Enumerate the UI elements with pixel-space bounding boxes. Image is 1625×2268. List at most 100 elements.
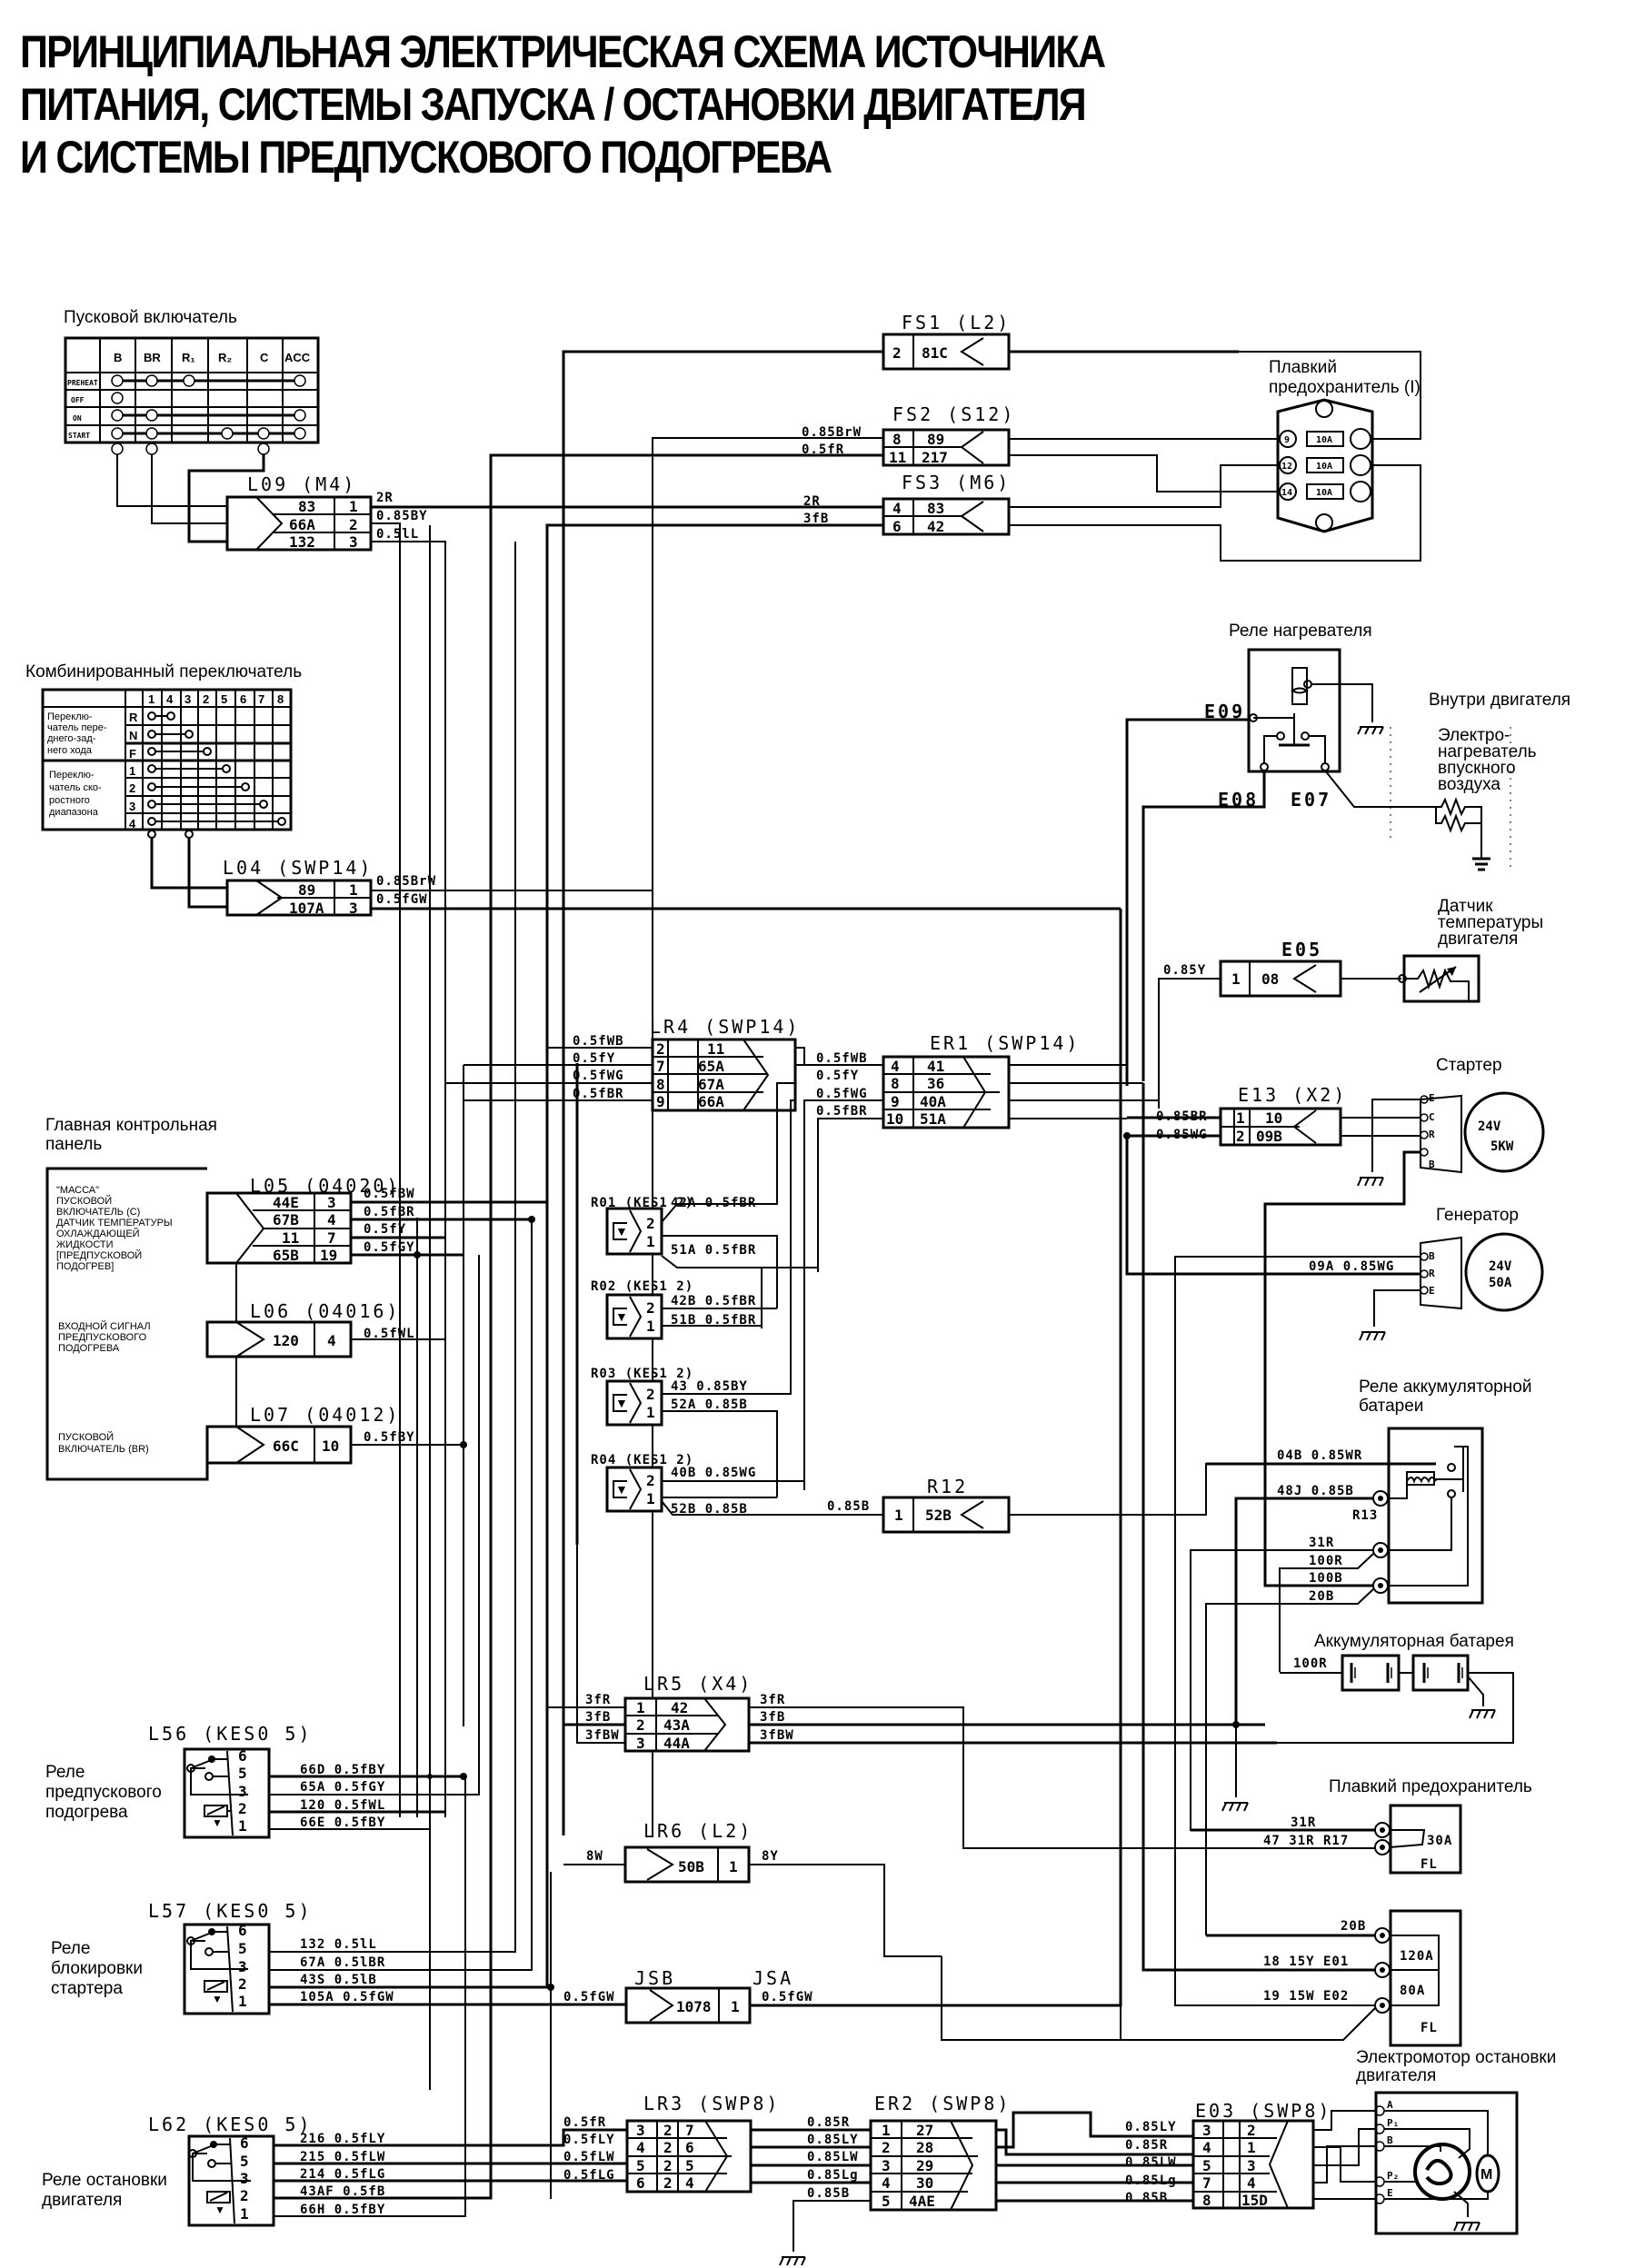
comb-row: 1 bbox=[129, 764, 135, 778]
intake-heater-label: воздуха bbox=[1438, 775, 1500, 794]
e07-label: E07 bbox=[1291, 789, 1331, 811]
r12-name: R12 bbox=[927, 1476, 968, 1497]
starter-cut-relay-label: Реле bbox=[51, 1939, 90, 1958]
l09-cell: 66A bbox=[289, 516, 315, 533]
alt-terminal: R bbox=[1429, 1268, 1435, 1279]
l05-cell: 19 bbox=[320, 1247, 337, 1264]
lr3-cell: 6 bbox=[636, 2174, 645, 2192]
fl-30a-code: FL bbox=[1421, 1857, 1438, 1872]
svg-text:2: 2 bbox=[646, 1299, 655, 1317]
er2-wire: 0.85LY bbox=[807, 2133, 859, 2147]
l62-wire: 216 0.5fLY bbox=[300, 2132, 385, 2146]
e13-cell: 2 bbox=[1236, 1128, 1245, 1145]
r04-wire: 52B 0.85B bbox=[671, 1502, 748, 1517]
lr5-cell: 3 bbox=[636, 1735, 645, 1752]
comb-row: N bbox=[129, 729, 137, 742]
battery-wire: 100R bbox=[1293, 1656, 1328, 1671]
l56-pin: 5 bbox=[238, 1765, 247, 1782]
l05-cell: 11 bbox=[282, 1229, 299, 1247]
l09-cell: 83 bbox=[298, 498, 315, 515]
e05-cell: 1 bbox=[1231, 970, 1241, 988]
comb-group1: днего-зад- bbox=[47, 733, 96, 744]
fl1-pin: 9 bbox=[1284, 435, 1290, 445]
panel-text: ВКЛЮЧАТЕЛЬ (BR) bbox=[58, 1444, 149, 1455]
e03-cell: 15D bbox=[1241, 2192, 1268, 2209]
l62-wire: 215 0.5fLW bbox=[300, 2150, 385, 2164]
ign-col-c: C bbox=[260, 351, 269, 364]
preheat-relay-label: Реле bbox=[45, 1763, 85, 1782]
lr4-wire: 0.5fBR bbox=[573, 1087, 624, 1101]
l56-wire: 66D 0.5fBY bbox=[300, 1763, 385, 1777]
ign-col-r1: R₁ bbox=[182, 351, 195, 364]
temp-sensor-label: температуры bbox=[1438, 913, 1543, 932]
l05-wire: 0.5fBW bbox=[364, 1187, 415, 1201]
l62-wire: 66H 0.5fBY bbox=[300, 2203, 385, 2217]
intake-heater: Электро- нагреватель впускного воздуха bbox=[1390, 726, 1537, 872]
fusible-link-1-label: предохранитель (I) bbox=[1269, 378, 1421, 397]
svg-text:M: M bbox=[1480, 2167, 1492, 2183]
fs2-cell: 89 bbox=[927, 431, 944, 448]
starter-cut-relay-label: стартера bbox=[51, 1979, 123, 1998]
e13-name: E13 (X2) bbox=[1238, 1084, 1347, 1106]
combination-switch-label: Комбинированный переключатель bbox=[25, 662, 302, 681]
stop-motor-label: двигателя bbox=[1356, 2066, 1436, 2085]
r12-wire: 0.85B bbox=[827, 1499, 870, 1514]
panel-text: ПУСКОВОЙ bbox=[58, 1431, 114, 1443]
starter-terminal: B bbox=[1429, 1159, 1435, 1170]
lr6-wire: 8W bbox=[586, 1849, 603, 1864]
lr3-wire: 0.5fLG bbox=[563, 2168, 615, 2183]
l56-pin: 3 bbox=[238, 1783, 247, 1800]
heater-relay-label: Реле нагревателя bbox=[1229, 622, 1372, 641]
l09-wire: 2R bbox=[376, 491, 394, 505]
fs2-cell: 217 bbox=[922, 449, 948, 466]
battery-relay-label: батареи bbox=[1359, 1397, 1423, 1416]
svg-text:▼: ▼ bbox=[212, 1993, 223, 2005]
connector-r02: R02 (KES1 2) 21 ▼ 42B 0.5fBR 51B 0.5fBR bbox=[591, 1279, 755, 1340]
connector-r01: R01 (KES1 2) 21 ▼ 42A 0.5fBR 51A 0.5fBR bbox=[591, 1196, 755, 1258]
comb-row: F bbox=[129, 747, 136, 761]
ignition-switch-label: Пусковой включатель bbox=[64, 308, 237, 327]
fl1-rating: 10A bbox=[1316, 488, 1332, 498]
ign-row-on: ON bbox=[73, 414, 82, 423]
stop-motor-terminal: P₂ bbox=[1387, 2170, 1399, 2182]
l57-pin: 3 bbox=[238, 1958, 247, 1975]
l56-wire: 66E 0.5fBY bbox=[300, 1815, 385, 1830]
intake-heater-label: впускного bbox=[1438, 759, 1516, 778]
comb-group2: диапазона bbox=[49, 807, 99, 818]
er2-cell: 5 bbox=[882, 2193, 891, 2210]
lr5-name: LR5 (X4) bbox=[643, 1673, 753, 1695]
lr4-cell: 65A bbox=[698, 1058, 724, 1075]
intake-heater-label: нагреватель bbox=[1438, 742, 1537, 761]
lr3-cell: 6 bbox=[685, 2139, 694, 2156]
er2-cell: 28 bbox=[916, 2139, 933, 2156]
r13-wire: 31R bbox=[1309, 1536, 1334, 1550]
ign-col-r2: R₂ bbox=[218, 351, 232, 364]
svg-text:1: 1 bbox=[646, 1490, 655, 1507]
fusible-link-2-label: Плавкий предохранитель bbox=[1329, 1777, 1532, 1796]
r02-name: R02 (KES1 2) bbox=[591, 1279, 693, 1294]
fs1-cell: 2 bbox=[892, 344, 902, 362]
er2-name: ER2 (SWP8) bbox=[874, 2093, 1011, 2114]
lr5-cell: 42 bbox=[671, 1699, 688, 1716]
fs1-cell: 81C bbox=[922, 344, 948, 362]
e03-wire: 0.85Lg bbox=[1125, 2174, 1177, 2188]
l04-cell: 1 bbox=[349, 881, 358, 899]
r03-wire: 52A 0.85B bbox=[671, 1398, 748, 1412]
main-panel-label: Главная контрольная bbox=[45, 1116, 217, 1135]
l04-wire: 0.85BrW bbox=[376, 874, 436, 889]
fl1-pin: 14 bbox=[1281, 488, 1292, 498]
lr3-name: LR3 (SWP8) bbox=[643, 2093, 780, 2114]
lr3-cell: 2 bbox=[663, 2139, 673, 2156]
lr3-cell: 2 bbox=[663, 2174, 673, 2192]
e03-cell: 3 bbox=[1247, 2157, 1256, 2174]
er2-cell: 3 bbox=[882, 2157, 891, 2174]
battery: Аккумуляторная батарея 100R bbox=[1293, 1632, 1514, 1692]
r01-name: R01 (KES1 2) bbox=[591, 1196, 693, 1210]
starter-rating: 5KW bbox=[1490, 1139, 1514, 1154]
connector-r04: R04 (KES1 2) 21 ▼ 40B 0.85WG 52B 0.85B bbox=[591, 1453, 755, 1517]
fl1-rating: 10A bbox=[1316, 462, 1332, 472]
l56-wire: 65A 0.5fGY bbox=[300, 1780, 385, 1795]
